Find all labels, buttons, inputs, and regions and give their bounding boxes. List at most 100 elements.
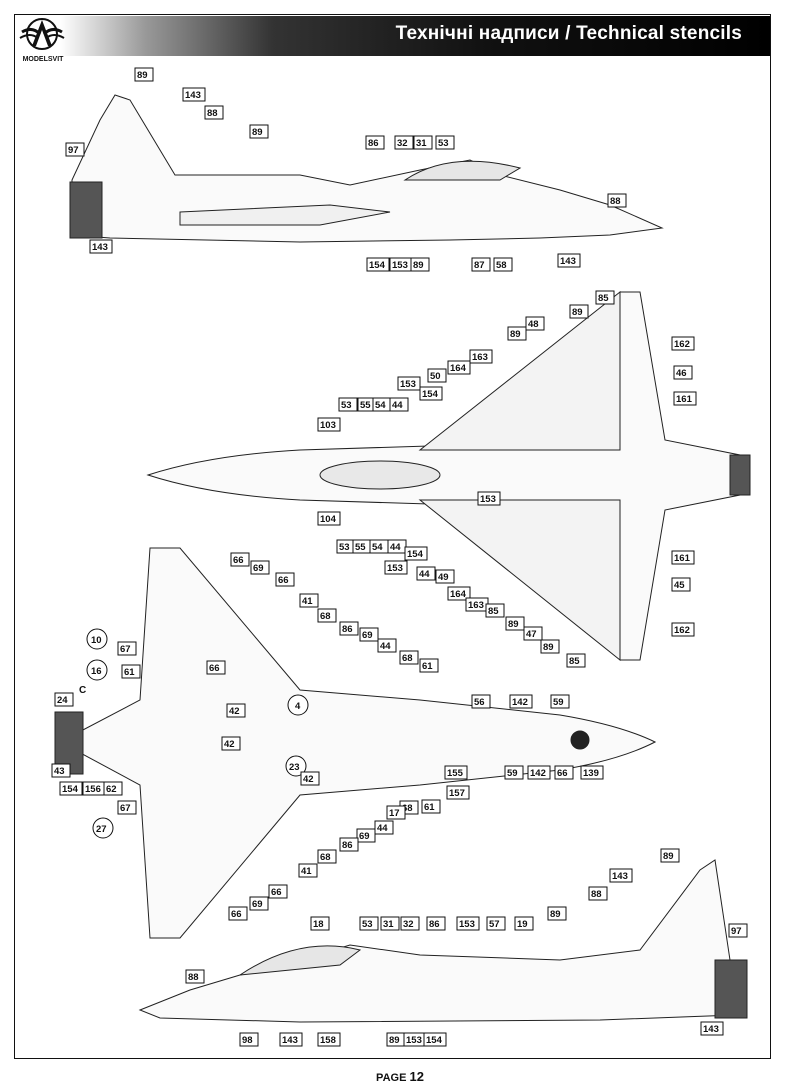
svg-text:49: 49: [438, 572, 449, 583]
stencil-label: 31: [413, 135, 433, 150]
stencil-label: 24: [54, 692, 74, 707]
svg-text:10: 10: [91, 635, 102, 646]
svg-text:56: 56: [474, 697, 485, 708]
svg-text:153: 153: [406, 1035, 422, 1046]
stencil-label: 69: [359, 627, 379, 642]
svg-text:55: 55: [360, 400, 371, 411]
svg-text:17: 17: [389, 808, 400, 819]
stencil-label: 31: [380, 916, 400, 931]
svg-text:162: 162: [674, 339, 690, 350]
stencil-label: 66: [230, 552, 250, 567]
svg-text:62: 62: [106, 784, 117, 795]
svg-text:18: 18: [313, 919, 324, 930]
stencil-label: 97: [728, 923, 748, 938]
svg-text:88: 88: [591, 889, 602, 900]
svg-text:46: 46: [676, 368, 687, 379]
stencil-label: 53: [435, 135, 455, 150]
stencil-label: 143: [609, 868, 633, 883]
stencil-label: 153: [397, 376, 421, 391]
stencil-label: 164: [447, 586, 471, 601]
stencil-label: 59: [504, 765, 524, 780]
svg-text:59: 59: [553, 697, 564, 708]
svg-text:69: 69: [359, 831, 370, 842]
page-title: Технічні надписи / Technical stencils: [395, 23, 742, 44]
svg-text:158: 158: [320, 1035, 336, 1046]
svg-text:19: 19: [517, 919, 528, 930]
svg-text:143: 143: [185, 90, 201, 101]
svg-text:41: 41: [301, 866, 312, 877]
stencil-label: 66: [275, 572, 295, 587]
stencil-label: 16: [86, 659, 108, 681]
svg-text:44: 44: [380, 641, 391, 652]
aircraft-bottom-view: [54, 547, 657, 939]
svg-text:89: 89: [550, 909, 561, 920]
svg-text:89: 89: [389, 1035, 400, 1046]
svg-text:89: 89: [663, 851, 674, 862]
svg-text:68: 68: [402, 653, 413, 664]
svg-text:69: 69: [252, 899, 263, 910]
stencil-label: 61: [121, 664, 141, 679]
svg-text:85: 85: [569, 656, 580, 667]
stencil-label: 139: [580, 765, 604, 780]
svg-text:86: 86: [429, 919, 440, 930]
stencil-label: 153: [456, 916, 480, 931]
stencil-label: 66: [228, 906, 248, 921]
svg-text:57: 57: [489, 919, 500, 930]
stencil-label: 143: [557, 253, 581, 268]
stencil-label: 153: [477, 491, 501, 506]
svg-text:143: 143: [560, 256, 576, 267]
svg-text:154: 154: [426, 1035, 443, 1046]
stencil-label: 46: [673, 365, 693, 380]
stencil-label: 66: [268, 884, 288, 899]
svg-text:41: 41: [302, 596, 313, 607]
stencil-label: 55: [352, 539, 372, 554]
svg-text:67: 67: [120, 644, 131, 655]
stencil-label: 57: [486, 916, 506, 931]
svg-text:143: 143: [282, 1035, 298, 1046]
stencil-label: 162: [671, 622, 695, 637]
stencil-label: 53: [359, 916, 379, 931]
stencil-label: 23: [285, 755, 307, 777]
svg-text:61: 61: [124, 667, 135, 678]
svg-text:89: 89: [252, 127, 263, 138]
svg-text:153: 153: [392, 260, 408, 271]
svg-text:97: 97: [68, 145, 79, 156]
stencil-label: 67: [117, 641, 137, 656]
svg-text:69: 69: [362, 630, 373, 641]
stencil-label: 69: [250, 560, 270, 575]
stencil-label: 89: [134, 67, 154, 82]
stencil-label: 42: [300, 771, 320, 786]
svg-text:53: 53: [341, 400, 352, 411]
stencil-label: 43: [51, 763, 71, 778]
svg-text:68: 68: [320, 852, 331, 863]
svg-text:67: 67: [120, 803, 131, 814]
stencil-label: 42: [226, 703, 246, 718]
stencil-label: 158: [317, 1032, 341, 1047]
svg-text:44: 44: [377, 823, 388, 834]
svg-text:66: 66: [231, 909, 242, 920]
svg-text:89: 89: [508, 619, 519, 630]
svg-text:154: 154: [62, 784, 79, 795]
svg-text:69: 69: [253, 563, 264, 574]
stencil-label: 142: [527, 765, 551, 780]
stencil-label: 143: [279, 1032, 303, 1047]
stencil-label: 163: [469, 349, 493, 364]
svg-text:42: 42: [303, 774, 314, 785]
stencil-label: 32: [394, 135, 414, 150]
stencil-label: 44: [389, 397, 409, 412]
stencil-label: 89: [547, 906, 567, 921]
stencil-label: 68: [317, 849, 337, 864]
stencil-label: 153: [403, 1032, 427, 1047]
stencil-label: 49: [435, 569, 455, 584]
svg-text:142: 142: [530, 768, 546, 779]
stencil-label: 86: [339, 621, 359, 636]
stencil-label: 154: [59, 781, 83, 796]
stencil-label: 153: [384, 560, 408, 575]
svg-text:85: 85: [598, 293, 609, 304]
stencil-label: 19: [514, 916, 534, 931]
stencil-label: 88: [607, 193, 627, 208]
svg-text:54: 54: [372, 542, 383, 553]
stencil-label: 88: [185, 969, 205, 984]
stencil-label: 53: [336, 539, 356, 554]
svg-text:154: 154: [369, 260, 386, 271]
